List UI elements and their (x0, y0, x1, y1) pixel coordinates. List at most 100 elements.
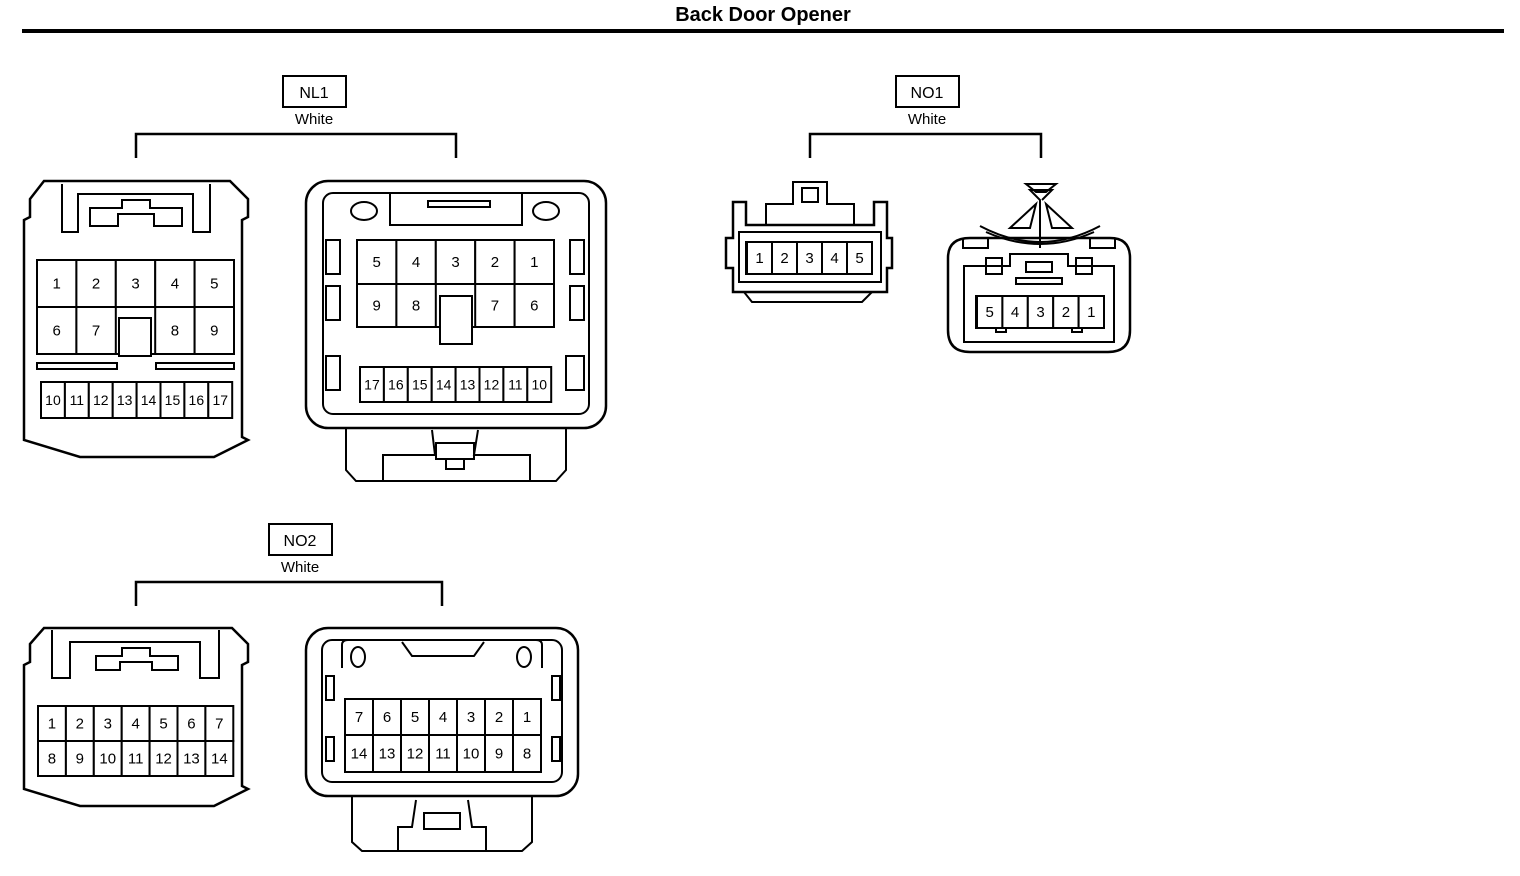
pin-number-nl1-male-10: 10 (45, 392, 61, 408)
pin-number-no1-male-4: 4 (830, 250, 838, 267)
pin-cavity-no2-female-10 (456, 734, 486, 773)
pin-number-nl1-male-7: 7 (92, 323, 100, 340)
pin-cavity-nl1-male-5 (193, 259, 236, 308)
pin-number-no1-female-1: 1 (1087, 304, 1095, 321)
pin-number-nl1-male-14: 14 (141, 392, 157, 408)
pin-number-no2-female-9: 9 (495, 746, 503, 763)
pin-cavity-no2-female-14 (344, 734, 374, 773)
pin-number-no2-female-4: 4 (439, 709, 447, 726)
pin-number-nl1-female-1: 1 (530, 254, 538, 271)
pin-cavity-no2-female-8 (512, 734, 542, 773)
pin-cavity-no2-female-12 (400, 734, 430, 773)
pin-number-no1-female-5: 5 (986, 304, 994, 321)
pin-number-no2-male-10: 10 (99, 751, 116, 768)
pin-number-no2-female-7: 7 (355, 709, 363, 726)
pin-number-nl1-female-5: 5 (373, 254, 381, 271)
connector-label-no2: NO2 (284, 533, 317, 550)
pin-number-no2-male-5: 5 (159, 716, 167, 733)
pin-number-no2-male-9: 9 (76, 751, 84, 768)
bracket-no1 (808, 132, 1043, 158)
pin-number-nl1-male-3: 3 (131, 276, 139, 293)
pin-number-no2-male-14: 14 (211, 751, 228, 768)
pin-cavity-no2-male-14 (204, 740, 235, 777)
bracket-no2 (134, 580, 444, 606)
pin-number-nl1-female-2: 2 (491, 254, 499, 271)
pin-number-no1-male-2: 2 (780, 250, 788, 267)
pin-number-nl1-male-6: 6 (53, 323, 61, 340)
pin-number-no2-female-6: 6 (383, 709, 391, 726)
pin-number-no2-male-4: 4 (131, 716, 139, 733)
pin-number-nl1-female-13: 13 (460, 377, 476, 393)
pin-number-nl1-female-14: 14 (436, 377, 452, 393)
pin-number-nl1-male-15: 15 (165, 392, 181, 408)
connector-label-box-nl1 (282, 75, 347, 108)
pin-number-no2-female-1: 1 (523, 709, 531, 726)
pin-number-no1-female-2: 2 (1062, 304, 1070, 321)
pin-cavity-no1-female-1 (1077, 295, 1105, 329)
diagram-title: Back Door Opener (675, 4, 851, 26)
pin-cavity-no2-female-3 (456, 698, 486, 736)
pin-cavity-nl1-female-3 (434, 239, 477, 285)
pin-cavity-nl1-female-10 (526, 366, 553, 403)
pin-number-nl1-female-12: 12 (484, 377, 500, 393)
pin-cavity-no1-female-3 (1026, 295, 1055, 329)
pin-number-nl1-female-3: 3 (451, 254, 459, 271)
pin-number-nl1-female-8: 8 (412, 298, 420, 315)
pin-number-nl1-female-6: 6 (530, 298, 538, 315)
pin-number-nl1-female-9: 9 (373, 298, 381, 315)
pin-number-no2-male-12: 12 (155, 751, 172, 768)
pin-cavity-nl1-female-9 (356, 283, 398, 328)
pin-number-nl1-male-12: 12 (93, 392, 109, 408)
pin-number-no2-female-12: 12 (407, 746, 424, 763)
pin-number-no2-female-10: 10 (463, 746, 480, 763)
pin-number-no2-female-8: 8 (523, 746, 531, 763)
pin-cavity-no1-female-5 (976, 295, 1004, 329)
title-rule (22, 29, 1504, 33)
pin-number-no2-female-3: 3 (467, 709, 475, 726)
pin-number-no1-male-5: 5 (855, 250, 863, 267)
pin-number-nl1-female-4: 4 (412, 254, 420, 271)
pin-cavity-no2-female-7 (344, 698, 374, 736)
pin-number-no1-female-3: 3 (1036, 304, 1044, 321)
connector-nl1-female (304, 179, 608, 482)
pin-number-nl1-male-5: 5 (210, 276, 218, 293)
pin-number-no2-female-5: 5 (411, 709, 419, 726)
pin-number-no2-female-14: 14 (351, 746, 368, 763)
pin-number-nl1-female-16: 16 (388, 377, 404, 393)
pin-cavity-nl1-male-9 (193, 306, 236, 355)
connector-color-no2: White (281, 559, 319, 576)
pin-cavity-no2-male-12 (148, 740, 179, 777)
pin-number-no2-male-2: 2 (76, 716, 84, 733)
pin-number-nl1-male-11: 11 (70, 392, 85, 408)
pin-number-nl1-female-15: 15 (412, 377, 428, 393)
pin-number-no2-male-6: 6 (187, 716, 195, 733)
pin-cavity-no1-male-3 (796, 241, 823, 275)
connector-label-no1: NO1 (911, 85, 944, 102)
connector-color-nl1: White (295, 111, 333, 128)
pin-number-no2-male-1: 1 (48, 716, 56, 733)
pin-number-no2-male-13: 13 (183, 751, 200, 768)
pin-number-nl1-female-10: 10 (531, 377, 547, 393)
pin-number-nl1-male-17: 17 (212, 392, 228, 408)
pin-cavity-no2-female-5 (400, 698, 430, 736)
pin-cavity-no1-female-2 (1052, 295, 1080, 329)
connector-no1-female (946, 183, 1132, 354)
pin-number-nl1-female-17: 17 (364, 377, 380, 393)
pin-cavity-nl1-female-8 (395, 283, 437, 328)
connector-no2: NO2 White (22, 523, 580, 852)
pin-number-nl1-male-13: 13 (117, 392, 133, 408)
pin-number-no2-male-11: 11 (128, 751, 144, 768)
pin-cavity-no2-female-13 (372, 734, 402, 773)
pin-number-nl1-female-7: 7 (491, 298, 499, 315)
connector-label-nl1: NL1 (299, 85, 328, 102)
pin-number-nl1-male-1: 1 (53, 276, 61, 293)
pin-cavity-no1-male-4 (821, 241, 848, 275)
pin-cavity-nl1-male-4 (154, 259, 196, 308)
pin-number-no2-female-13: 13 (379, 746, 396, 763)
pin-number-nl1-male-16: 16 (189, 392, 205, 408)
pin-cavity-nl1-male-7 (75, 306, 117, 355)
pin-cavity-no1-male-2 (771, 241, 798, 275)
pin-number-nl1-male-2: 2 (92, 276, 100, 293)
